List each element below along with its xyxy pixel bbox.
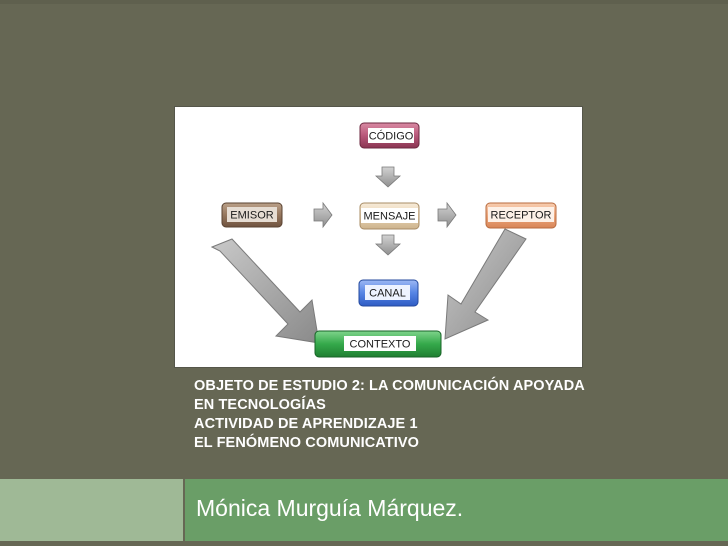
- title-line-3: ACTIVIDAD DE APRENDIZAJE 1: [194, 416, 418, 432]
- title-line-1: OBJETO DE ESTUDIO 2: LA COMUNICACIÓN APO…: [194, 378, 585, 394]
- node-canal-label: CANAL: [369, 288, 406, 300]
- receptor-to-contexto-arrow: [444, 228, 527, 340]
- mensaje-to-canal-arrow: [374, 234, 402, 256]
- node-mensaje: MENSAJE: [359, 202, 420, 230]
- node-receptor-label: RECEPTOR: [491, 210, 552, 222]
- node-contexto: CONTEXTO: [314, 330, 442, 358]
- node-codigo-label: CÓDIGO: [369, 130, 414, 143]
- node-receptor: RECEPTOR: [485, 202, 557, 229]
- author-subtitle: Mónica Murguía Márquez.: [196, 495, 464, 521]
- emisor-to-contexto-arrow: [210, 238, 320, 344]
- node-emisor: EMISOR: [221, 202, 283, 228]
- node-contexto-label: CONTEXTO: [350, 339, 411, 351]
- node-canal: CANAL: [358, 279, 419, 307]
- slide-title: OBJETO DE ESTUDIO 2: LA COMUNICACIÓN APO…: [194, 377, 714, 453]
- node-codigo: CÓDIGO: [359, 122, 420, 149]
- codigo-to-mensaje-arrow: [374, 166, 402, 188]
- title-line-2: EN TECNOLOGÍAS: [194, 397, 326, 413]
- footer-band-right: [185, 479, 728, 541]
- communication-diagram: CÓDIGO EMISOR MENSAJE RECEPTOR CANAL CON…: [174, 106, 583, 368]
- mensaje-to-receptor-arrow: [437, 201, 457, 229]
- footer-band-left: [0, 479, 183, 541]
- node-emisor-label: EMISOR: [230, 210, 273, 222]
- node-mensaje-label: MENSAJE: [364, 211, 416, 223]
- footer-band-bottom: [0, 541, 728, 546]
- communication-diagram-svg: CÓDIGO EMISOR MENSAJE RECEPTOR CANAL CON…: [210, 122, 557, 358]
- emisor-to-mensaje-arrow: [313, 201, 333, 229]
- slide-top-band: [0, 0, 728, 4]
- title-line-4: EL FENÓMENO COMUNICATIVO: [194, 435, 420, 451]
